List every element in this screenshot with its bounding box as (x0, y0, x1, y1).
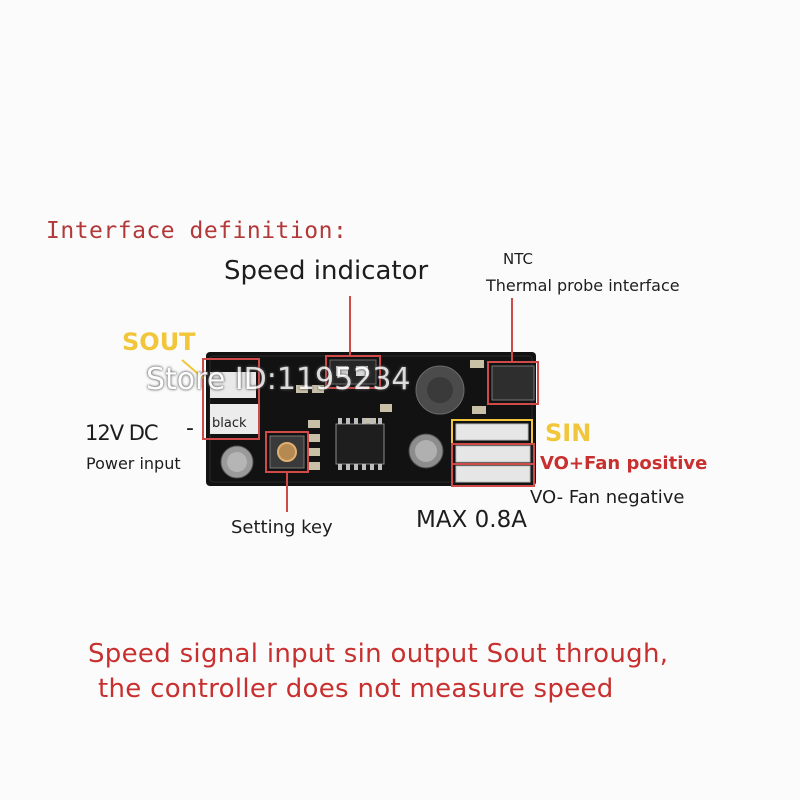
minus-label: - (186, 416, 194, 441)
sout-connector (210, 372, 256, 398)
note-line-1: Speed signal input sin output Sout throu… (88, 639, 669, 669)
thermal-probe-label: Thermal probe interface (486, 276, 680, 295)
vo-positive-connector (455, 445, 531, 463)
power-input-label: Power input (86, 454, 181, 473)
vo-negative-callout-box (451, 463, 535, 487)
max-current-label: MAX 0.8A (416, 507, 527, 533)
vo-positive-label: VO+Fan positive (540, 453, 708, 474)
controller-ic (335, 423, 385, 465)
ntc-label: NTC (503, 250, 533, 268)
ntc-connector (491, 365, 535, 401)
vo-negative-connector (455, 465, 531, 483)
sin-connector (455, 423, 529, 441)
sin-label: SIN (545, 419, 592, 447)
speed-indicator-label: Speed indicator (224, 256, 429, 286)
sout-callout-box (202, 358, 260, 440)
voltage-label: 12V DC (85, 421, 159, 445)
setting-key-label: Setting key (231, 517, 333, 538)
power-connector (210, 404, 258, 434)
sout-leader (181, 359, 204, 379)
store-watermark: Store ID:1195234 (146, 362, 411, 397)
wire-black-label: black (212, 416, 247, 431)
sout-label: SOUT (122, 328, 196, 356)
note-line-2: the controller does not measure speed (98, 674, 614, 704)
diagram-title: Interface definition: (46, 218, 348, 244)
vo-negative-label: VO- Fan negative (530, 487, 685, 508)
speed-indicator-callout-box (325, 355, 381, 389)
